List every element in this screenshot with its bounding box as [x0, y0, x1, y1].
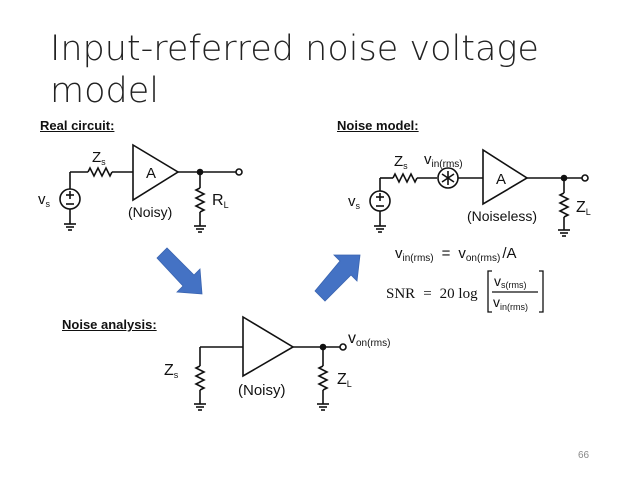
model-zs-label: Zs: [394, 153, 408, 171]
model-amp-label: A: [496, 171, 506, 188]
analysis-zl-label: ZL: [337, 371, 352, 389]
slide-title-line2: model: [50, 71, 159, 111]
equation-vin: vin(rms)=von(rms)/A: [395, 245, 517, 264]
arrow-down-right-icon: [156, 247, 203, 295]
noise-model: [369, 148, 589, 237]
resistor-zs-icon: [392, 172, 418, 184]
real-rl-label: RL: [212, 192, 229, 210]
ground-icon: [316, 403, 330, 411]
amplifier-icon: [482, 148, 529, 206]
slide-title: Input-referred noise voltage model: [50, 28, 539, 112]
slide-title-line1: Input-referred noise voltage: [50, 29, 539, 69]
svg-text:SNR=20 log: SNR=20 log: [386, 286, 478, 302]
real-zs-label: Zs: [92, 149, 106, 167]
arrow-up-right-icon: [314, 254, 361, 302]
resistor-zl-icon: [317, 365, 329, 391]
ground-icon: [193, 225, 207, 233]
resistor-zl-icon: [558, 192, 570, 218]
snr-numerator: vs(rms): [494, 273, 527, 290]
output-terminal: [581, 174, 589, 182]
real-vs-label: vs: [38, 191, 51, 209]
output-terminal: [235, 168, 243, 176]
noise-analysis-heading: Noise analysis:: [62, 317, 157, 332]
analysis-zs-label: Zs: [164, 362, 179, 380]
real-amp-label: A: [146, 165, 156, 182]
ground-icon: [373, 225, 387, 233]
analysis-vout-label: von(rms): [348, 330, 390, 349]
model-vs-label: vs: [348, 193, 361, 211]
real-circuit: [59, 143, 243, 233]
model-zl-label: ZL: [576, 199, 591, 217]
snr-denominator: vin(rms): [493, 294, 528, 312]
resistor-zs-icon: [194, 365, 206, 391]
model-amp-note: (Noiseless): [467, 208, 537, 224]
ground-icon: [557, 229, 571, 237]
resistor-zs-icon: [87, 166, 113, 178]
real-circuit-heading: Real circuit:: [40, 118, 115, 133]
amplifier-icon: [242, 315, 295, 378]
resistor-rl-icon: [194, 187, 206, 213]
page-number: 66: [578, 450, 590, 461]
noise-analysis: [193, 315, 347, 411]
amplifier-icon: [132, 143, 180, 202]
analysis-amp-note: (Noisy): [238, 382, 286, 399]
ground-icon: [63, 223, 77, 231]
noise-model-heading: Noise model:: [337, 118, 419, 133]
real-amp-note: (Noisy): [128, 204, 172, 220]
ground-icon: [193, 403, 207, 411]
equation-snr: SNR=20 log vs(rms) vin(rms): [386, 270, 544, 313]
output-terminal: [339, 343, 347, 351]
model-vin-label: vin(rms): [424, 151, 463, 170]
